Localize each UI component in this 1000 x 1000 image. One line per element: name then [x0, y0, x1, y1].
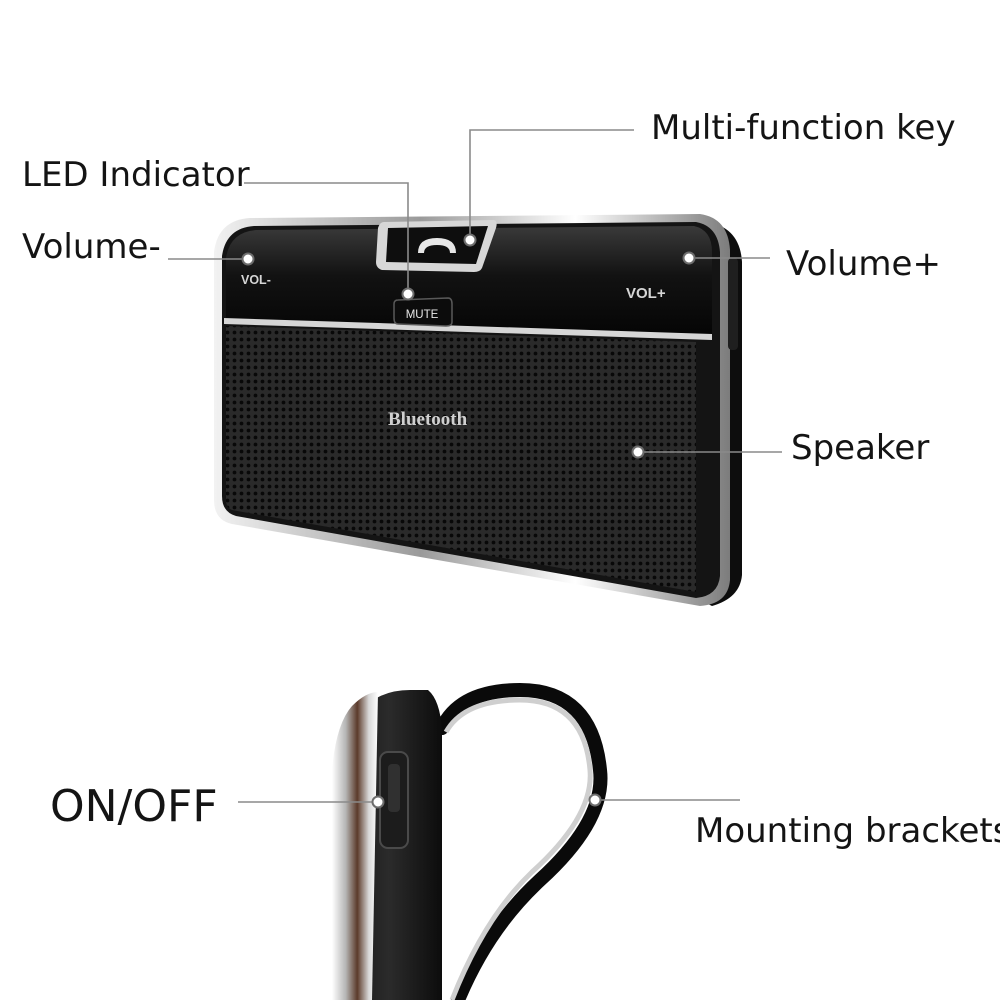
dot-led-indicator: [401, 287, 415, 301]
speakerphone-front-view: MUTE VOL- VOL+ Bluetooth: [214, 214, 742, 606]
dot-volume-down: [241, 252, 255, 266]
vol-up-label: VOL+: [626, 285, 666, 302]
mounting-bracket: [435, 682, 608, 1000]
callout-dots: [241, 233, 696, 809]
dot-volume-up: [682, 251, 696, 265]
mute-button[interactable]: [393, 297, 453, 327]
side-button: [728, 258, 738, 350]
speakerphone-side-view: [332, 682, 608, 1000]
label-led-indicator: LED Indicator: [22, 155, 250, 195]
label-multi-function-key: Multi-function key: [651, 108, 956, 148]
dot-multi-function-key: [463, 233, 477, 247]
chrome-front-edge: [332, 692, 378, 1000]
label-speaker: Speaker: [791, 428, 930, 468]
label-volume-up: Volume+: [786, 244, 941, 284]
dot-speaker: [631, 445, 645, 459]
vol-down-label: VOL-: [241, 273, 271, 287]
phone-handset-icon: [418, 238, 456, 253]
panel-divider-strip: [224, 318, 712, 340]
label-volume-down: Volume-: [22, 227, 161, 267]
dot-mounting-brackets: [588, 793, 602, 807]
mute-label: MUTE: [406, 309, 439, 321]
bluetooth-logo: Bluetooth: [388, 409, 468, 430]
leader-led-indicator: [244, 182, 409, 292]
label-on-off: ON/OFF: [50, 781, 218, 832]
label-mounting-brackets: Mounting brackets: [695, 811, 1000, 851]
speaker-grille: [226, 326, 696, 592]
leader-multi-function-key: [469, 129, 634, 238]
callout-leaders: [168, 129, 782, 803]
dot-on-off: [371, 795, 385, 809]
top-control-panel: [226, 226, 712, 336]
